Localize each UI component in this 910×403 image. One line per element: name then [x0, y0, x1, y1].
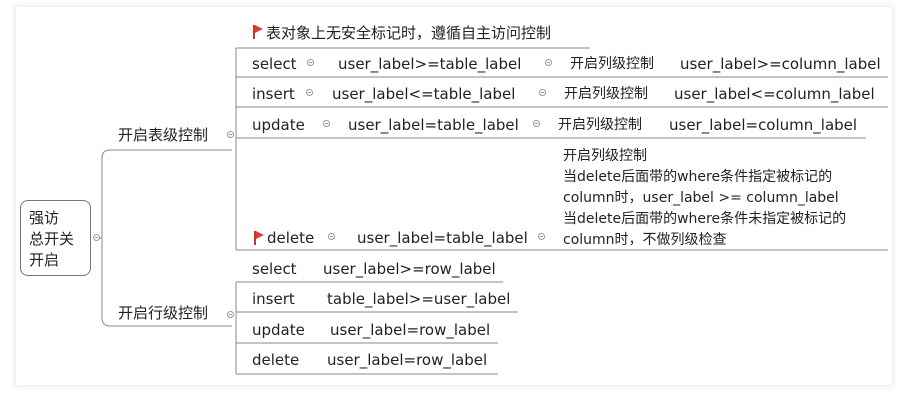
row-branch-label[interactable]: 开启行级控制 — [118, 304, 209, 322]
table-rule-update[interactable]: user_label=table_label — [348, 116, 519, 134]
table-branch-label[interactable]: 开启表级控制 — [118, 126, 209, 144]
column-prefix-select[interactable]: 开启列级控制 — [570, 56, 654, 72]
column-note-line: 当delete后面带的where条件未指定被标记的 — [563, 211, 847, 227]
collapse-icon[interactable] — [227, 131, 234, 138]
table-op-select[interactable]: select — [252, 55, 297, 73]
collapse-icon[interactable] — [306, 89, 313, 96]
root-label-line: 开启 — [29, 251, 60, 269]
table-op-update[interactable]: update — [252, 116, 305, 134]
column-rule-insert[interactable]: user_label<=column_label — [674, 85, 875, 103]
flag-icon — [254, 231, 264, 245]
row-op-delete[interactable]: delete — [252, 351, 300, 369]
table-op-insert[interactable]: insert — [252, 85, 295, 103]
flag-icon — [253, 25, 263, 39]
mindmap-canvas — [16, 7, 892, 385]
table-rule-delete[interactable]: user_label=table_label — [357, 229, 528, 247]
column-rule-update[interactable]: user_label=column_label — [669, 116, 858, 134]
table-rule-insert[interactable]: user_label<=table_label — [332, 85, 516, 103]
collapse-icon[interactable] — [323, 120, 330, 127]
row-rule-update[interactable]: user_label=row_label — [330, 321, 491, 339]
row-rule-delete[interactable]: user_label=row_label — [327, 351, 488, 369]
collapse-icon[interactable] — [533, 120, 540, 127]
collapse-icon[interactable] — [227, 311, 234, 318]
collapse-icon[interactable] — [539, 89, 546, 96]
column-rule-select[interactable]: user_label>=column_label — [680, 55, 881, 73]
root-label: 强访 总开关 开启 — [29, 208, 89, 271]
row-rule-insert[interactable]: table_label>=user_label — [327, 290, 511, 308]
row-rule-select[interactable]: user_label>=row_label — [323, 260, 496, 278]
column-prefix-insert[interactable]: 开启列级控制 — [564, 86, 648, 102]
row-op-select[interactable]: select — [252, 260, 297, 278]
table-note[interactable]: 表对象上无安全标记时，遵循自主访问控制 — [266, 24, 552, 42]
column-note-line: column时，user_label >= column_label — [563, 190, 839, 206]
column-note-line: 当delete后面带的where条件指定被标记的 — [563, 169, 833, 185]
row-op-insert[interactable]: insert — [252, 290, 295, 308]
connector-root-row — [101, 238, 232, 327]
collapse-icon[interactable] — [307, 59, 314, 66]
root-label-line: 强访 — [29, 209, 60, 227]
collapse-icon[interactable] — [538, 233, 545, 240]
connector-root-table — [98, 149, 232, 239]
root-node[interactable]: 强访 总开关 开启 — [20, 200, 91, 276]
column-note-line: 开启列级控制 — [563, 148, 647, 164]
column-note-delete[interactable]: 开启列级控制 当delete后面带的where条件指定被标记的 column时，… — [563, 146, 846, 251]
column-note-line: column时，不做列级检查 — [563, 232, 727, 248]
collapse-icon[interactable] — [93, 234, 100, 241]
table-rule-select[interactable]: user_label>=table_label — [338, 55, 522, 73]
root-label-line: 总开关 — [29, 230, 75, 248]
row-op-update[interactable]: update — [252, 321, 305, 339]
collapse-icon[interactable] — [545, 59, 552, 66]
collapse-icon[interactable] — [328, 233, 335, 240]
table-op-delete[interactable]: delete — [267, 229, 315, 247]
column-prefix-update[interactable]: 开启列级控制 — [558, 117, 642, 133]
